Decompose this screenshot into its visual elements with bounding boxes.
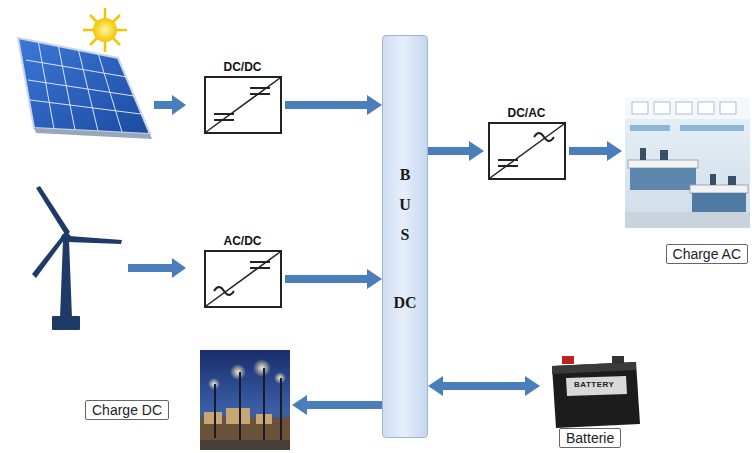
- lab-picture: [625, 97, 750, 228]
- streetlight-picture: [200, 350, 290, 450]
- load-group: Charge AC: [622, 96, 750, 272]
- converter-frame: [489, 123, 565, 179]
- dc-symbol: [498, 165, 518, 167]
- load-group: Charge DC: [82, 348, 292, 452]
- converter-box: DC/AC: [484, 104, 569, 180]
- solar-panel: [18, 38, 152, 139]
- converter-label: AC/DC: [200, 232, 285, 250]
- dc-symbol: [214, 113, 234, 115]
- dc-symbol: [214, 119, 234, 121]
- dc-symbol: [250, 267, 270, 269]
- converter-diagonal: [206, 252, 280, 306]
- converter-label: DC/AC: [484, 104, 569, 122]
- battery-picture: [552, 356, 640, 428]
- converter-box: AC/DC: [200, 232, 285, 308]
- converter-diagonal: [490, 124, 564, 178]
- power-arrow: [569, 147, 611, 155]
- bus-text: B U S: [397, 160, 413, 250]
- load-group: Batterie: [540, 352, 640, 450]
- converter-label: DC/DC: [200, 58, 285, 76]
- converter-symbol: [204, 250, 282, 308]
- source-arrow: [128, 95, 186, 278]
- sun: [83, 8, 127, 52]
- power-arrow: [285, 275, 371, 283]
- load-label: Charge AC: [666, 244, 748, 264]
- converter-symbol: [204, 76, 282, 134]
- power-arrow: [428, 147, 473, 155]
- battery-plate-text: BATTERY: [574, 380, 614, 389]
- converter-frame: [205, 77, 281, 133]
- power-arrow: [285, 101, 371, 109]
- power-arrow: [303, 401, 382, 409]
- bus-label: DC: [383, 294, 427, 312]
- power-arrow: [439, 382, 529, 390]
- bus-label: B U S: [383, 160, 427, 250]
- ac-symbol: [214, 287, 234, 295]
- dc-symbol: [250, 93, 270, 95]
- bus-text: DC: [383, 294, 427, 312]
- load-label: Charge DC: [85, 400, 169, 420]
- wind-turbine: [32, 186, 122, 330]
- converter-diagonal: [206, 78, 280, 132]
- dc-symbol: [250, 261, 270, 263]
- load-label: Batterie: [559, 428, 621, 448]
- converter-box: DC/DC: [200, 58, 285, 134]
- ac-symbol: [534, 133, 554, 141]
- converter-symbol: [488, 122, 566, 180]
- converter-frame: [205, 251, 281, 307]
- dc-bus: B U S DC: [382, 35, 428, 438]
- dc-symbol: [498, 159, 518, 161]
- dc-symbol: [250, 87, 270, 89]
